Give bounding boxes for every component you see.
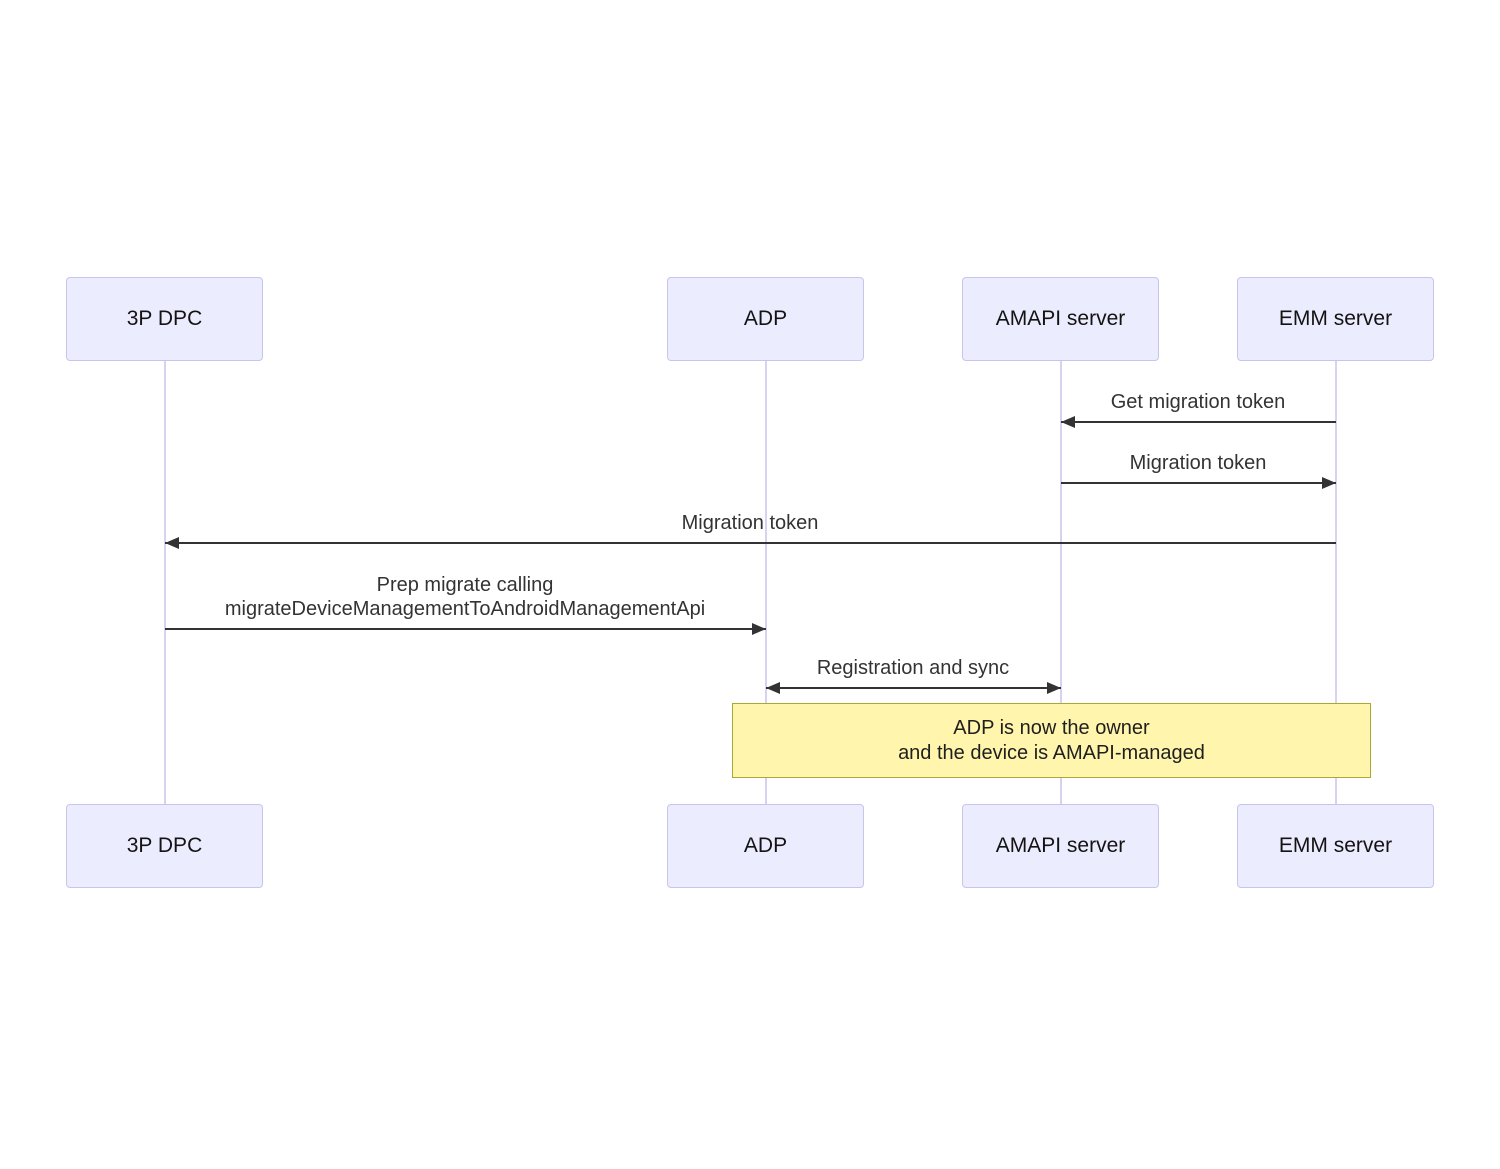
lifeline-amapi-server (1059, 361, 1062, 804)
actor-label: EMM server (1278, 834, 1393, 857)
message-label-migration-token-to-dpc: Migration token (681, 512, 819, 534)
actor-top-3p-dpc: 3P DPC (66, 277, 263, 361)
actor-label: ADP (743, 307, 788, 330)
message-arrow-get-migration-token (1060, 416, 1336, 428)
actor-label: 3P DPC (126, 834, 203, 857)
message-label-line1: Prep migrate calling (376, 574, 554, 596)
actor-label: EMM server (1278, 307, 1393, 330)
message-label-get-migration-token: Get migration token (1110, 391, 1286, 413)
note-line1: ADP is now the owner (953, 716, 1150, 739)
message-label-line2: migrateDeviceManagementToAndroidManageme… (224, 598, 706, 620)
actor-label: ADP (743, 834, 788, 857)
message-label-migration-token-reply: Migration token (1129, 452, 1267, 474)
message-arrow-migration-token-to-dpc (164, 537, 1336, 549)
lifeline-emm-server (1334, 361, 1337, 804)
actor-bottom-3p-dpc: 3P DPC (66, 804, 263, 888)
actor-label: 3P DPC (126, 307, 203, 330)
actor-label: AMAPI server (995, 834, 1126, 857)
actor-top-emm-server: EMM server (1237, 277, 1434, 361)
message-label-registration-and-sync: Registration and sync (816, 657, 1010, 679)
note-adp-owner: ADP is now the owner and the device is A… (732, 703, 1371, 778)
actor-label: AMAPI server (995, 307, 1126, 330)
actor-top-amapi-server: AMAPI server (962, 277, 1159, 361)
lifeline-adp (764, 361, 767, 804)
actor-bottom-adp: ADP (667, 804, 864, 888)
note-line2: and the device is AMAPI-managed (898, 741, 1205, 764)
message-arrow-prep-migrate (164, 623, 766, 635)
message-label-prep-migrate: Prep migrate calling migrateDeviceManage… (225, 573, 705, 621)
message-arrow-migration-token-reply (1060, 477, 1336, 489)
lifeline-3p-dpc (163, 361, 166, 804)
actor-top-adp: ADP (667, 277, 864, 361)
actor-bottom-emm-server: EMM server (1237, 804, 1434, 888)
message-arrow-registration-and-sync (765, 682, 1061, 694)
actor-bottom-amapi-server: AMAPI server (962, 804, 1159, 888)
